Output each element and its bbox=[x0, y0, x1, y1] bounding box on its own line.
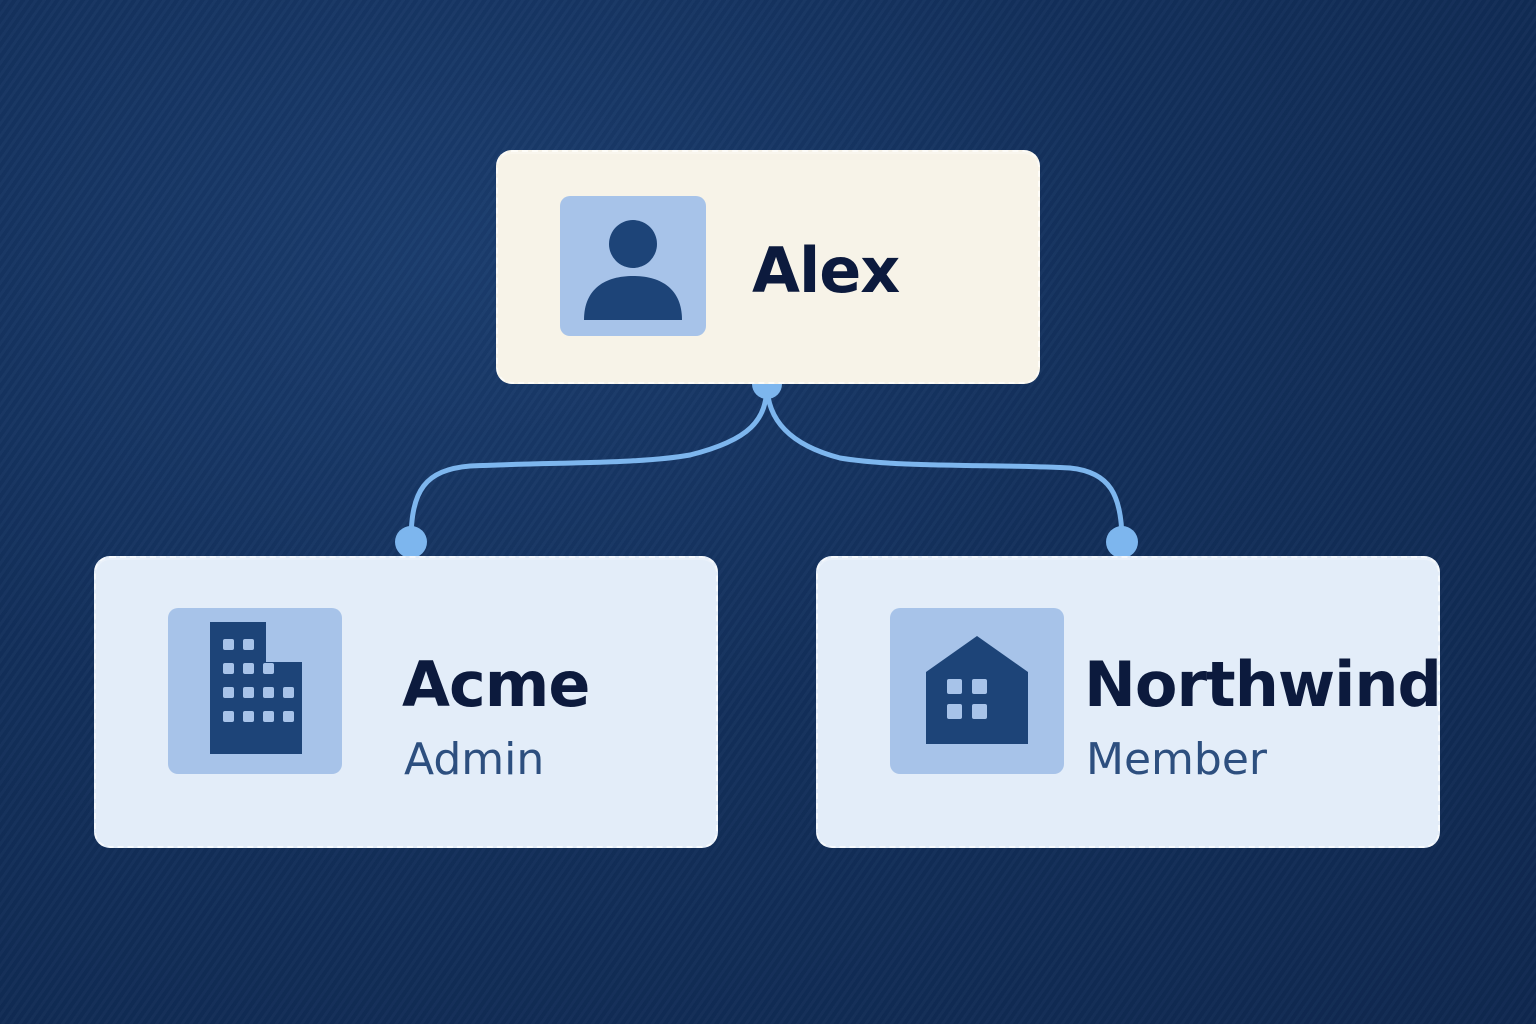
connector-to-acme bbox=[408, 381, 770, 545]
user-icon-tile bbox=[560, 196, 706, 336]
user-card[interactable]: Alex bbox=[496, 150, 1040, 384]
acme-icon-tile bbox=[168, 608, 342, 774]
northwind-connector-node bbox=[1106, 526, 1138, 558]
org-role-acme: Admin bbox=[404, 734, 545, 785]
user-icon bbox=[584, 220, 682, 320]
house-building-icon bbox=[926, 636, 1028, 744]
user-name: Alex bbox=[752, 234, 900, 307]
org-name-northwind: Northwind bbox=[1084, 648, 1442, 721]
org-name-acme: Acme bbox=[402, 648, 590, 721]
org-card-northwind[interactable]: Northwind Member bbox=[816, 556, 1442, 848]
acme-connector-node bbox=[395, 526, 427, 558]
org-card-acme[interactable]: Acme Admin bbox=[94, 556, 718, 848]
office-building-icon bbox=[210, 622, 302, 754]
northwind-icon-tile bbox=[890, 608, 1064, 774]
org-role-northwind: Member bbox=[1086, 734, 1267, 785]
connector-to-northwind bbox=[764, 381, 1125, 545]
